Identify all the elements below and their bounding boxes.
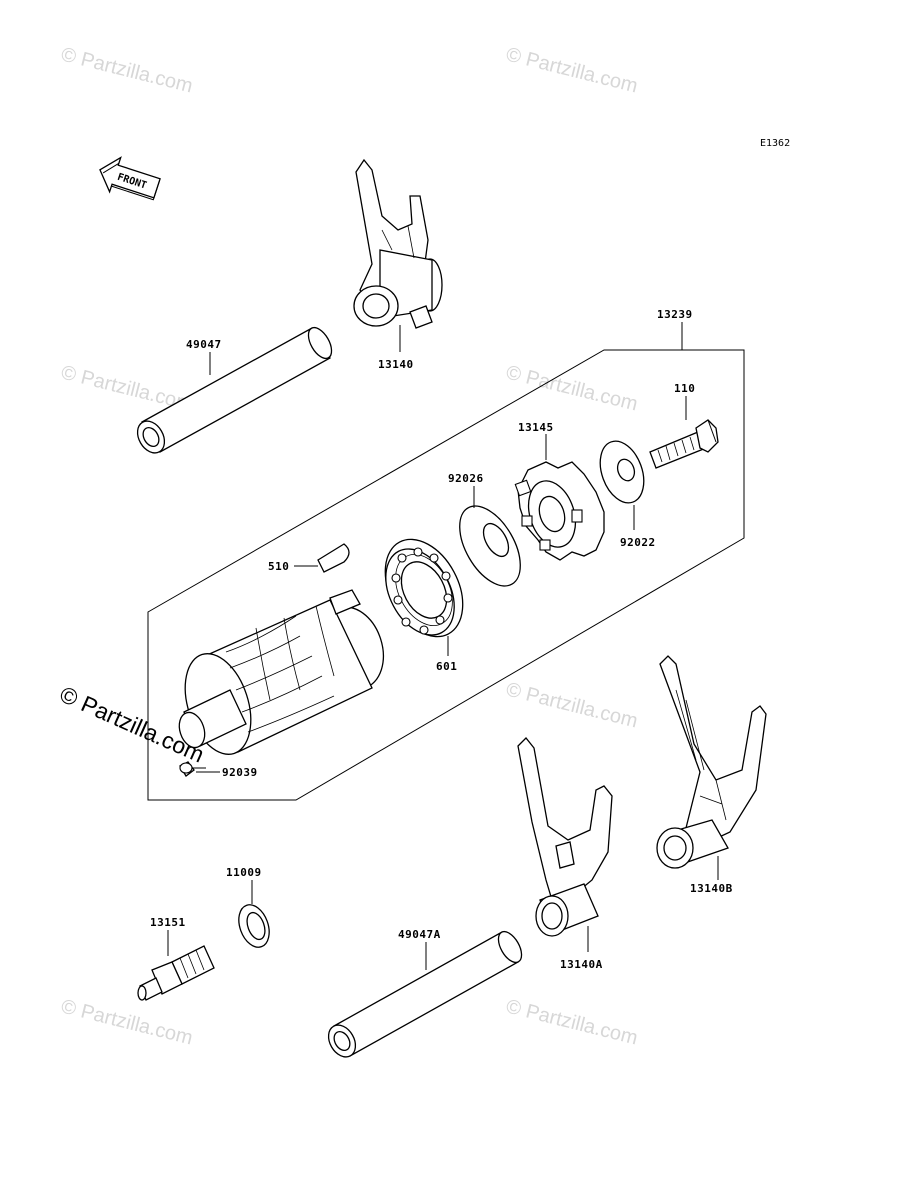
shift-drum bbox=[178, 589, 384, 755]
part-label-fork-a: 13140A bbox=[560, 958, 603, 971]
watermark: © Partzilla.com bbox=[504, 362, 640, 416]
pin: 92039 bbox=[179, 761, 258, 779]
front-arrow-icon: FRONT bbox=[99, 156, 161, 201]
bearing: 601 bbox=[384, 538, 464, 673]
part-label-fork-b: 13140B bbox=[690, 882, 733, 895]
part-label-drum-assembly: 13239 bbox=[657, 308, 693, 321]
bolt: 110 bbox=[649, 382, 719, 469]
part-label-pin: 92039 bbox=[222, 766, 258, 779]
part-label-shaft-bottom: 49047A bbox=[398, 928, 441, 941]
watermark: © Partzilla.com bbox=[59, 996, 195, 1050]
neutral-switch: 13151 bbox=[137, 916, 215, 1001]
part-label-cam-plate: 13145 bbox=[518, 421, 554, 434]
drum-assembly-outline: 13239 bbox=[147, 308, 745, 801]
watermark: © Partzilla.com bbox=[504, 679, 640, 733]
part-label-shim: 92026 bbox=[448, 472, 484, 485]
part-label-shaft-top: 49047 bbox=[186, 338, 222, 351]
watermark: © Partzilla.com bbox=[59, 44, 195, 98]
shift-fork-top: 13140 bbox=[353, 158, 443, 371]
part-label-fork-top: 13140 bbox=[378, 358, 414, 371]
diagram-code: E1362 bbox=[760, 138, 790, 149]
key: 510 bbox=[268, 543, 350, 573]
shift-fork-shaft-bottom: 49047A bbox=[327, 928, 523, 1058]
watermark: © Partzilla.com bbox=[504, 996, 640, 1050]
watermark: © Partzilla.com bbox=[504, 44, 640, 98]
shift-fork-b: 13140B bbox=[656, 655, 767, 895]
part-label-washer-cam: 92022 bbox=[620, 536, 656, 549]
shift-fork-a: 13140A bbox=[517, 737, 613, 971]
part-label-switch: 13151 bbox=[150, 916, 186, 929]
shift-fork-shaft-top: 49047 bbox=[136, 326, 333, 454]
cam-plate: 13145 bbox=[514, 421, 605, 561]
part-label-bearing: 601 bbox=[436, 660, 457, 673]
gasket: 11009 bbox=[226, 866, 270, 948]
part-label-bolt: 110 bbox=[674, 382, 695, 395]
part-label-gasket: 11009 bbox=[226, 866, 262, 879]
part-label-key: 510 bbox=[268, 560, 289, 573]
washer-cam: 92022 bbox=[599, 440, 656, 549]
shim: 92026 bbox=[448, 472, 521, 587]
